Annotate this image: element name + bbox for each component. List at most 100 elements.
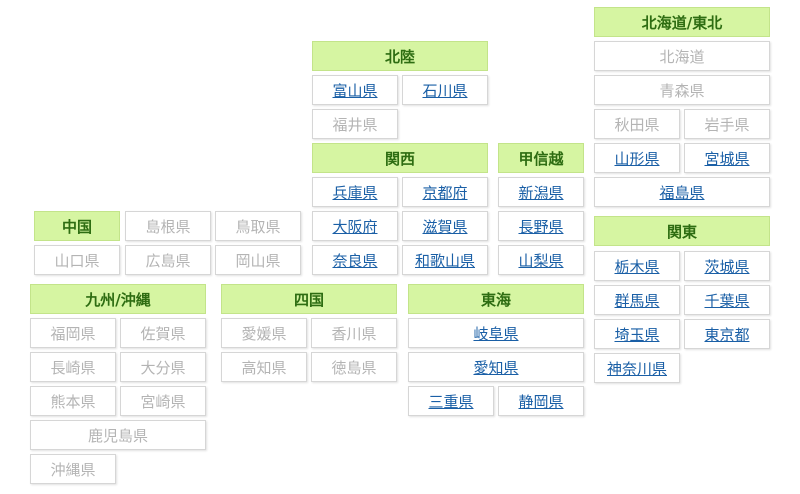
pref-hiroshima: 広島県 — [125, 245, 211, 275]
pref-label: 山口県 — [54, 251, 100, 270]
pref-label: 香川県 — [331, 324, 377, 343]
pref-link-nara[interactable]: 奈良県 — [332, 251, 378, 270]
pref-label: 広島県 — [145, 251, 191, 270]
pref-label: 高知県 — [241, 358, 287, 377]
pref-label: 鹿児島県 — [87, 426, 148, 445]
pref-tochigi[interactable]: 栃木県 — [594, 251, 680, 281]
pref-link-tokyo[interactable]: 東京都 — [704, 325, 750, 344]
pref-label: 大分県 — [140, 358, 186, 377]
pref-ibaraki[interactable]: 茨城県 — [684, 251, 770, 281]
pref-mie[interactable]: 三重県 — [408, 386, 494, 416]
pref-link-shiga[interactable]: 滋賀県 — [422, 217, 468, 236]
pref-label: 福井県 — [332, 115, 378, 134]
pref-hyogo[interactable]: 兵庫県 — [312, 177, 398, 207]
pref-label: 長崎県 — [50, 358, 96, 377]
pref-osaka[interactable]: 大阪府 — [312, 211, 398, 241]
pref-link-gifu[interactable]: 岐阜県 — [473, 324, 519, 343]
pref-tokushima: 徳島県 — [311, 352, 397, 382]
pref-fukuoka: 福岡県 — [30, 318, 116, 348]
pref-label: 岩手県 — [704, 115, 750, 134]
pref-link-osaka[interactable]: 大阪府 — [332, 217, 378, 236]
pref-link-yamanashi[interactable]: 山梨県 — [518, 251, 564, 270]
pref-link-yamagata[interactable]: 山形県 — [614, 149, 660, 168]
pref-saga: 佐賀県 — [120, 318, 206, 348]
pref-nara[interactable]: 奈良県 — [312, 245, 398, 275]
pref-shizuoka[interactable]: 静岡県 — [498, 386, 584, 416]
pref-label: 沖縄県 — [50, 460, 96, 479]
pref-fukushima[interactable]: 福島県 — [594, 177, 770, 207]
pref-ehime: 愛媛県 — [221, 318, 307, 348]
pref-link-saitama[interactable]: 埼玉県 — [614, 325, 660, 344]
pref-miyazaki: 宮崎県 — [120, 386, 206, 416]
pref-label: 北海道 — [659, 47, 705, 66]
pref-label: 佐賀県 — [140, 324, 186, 343]
pref-iwate: 岩手県 — [684, 109, 770, 139]
pref-tokyo[interactable]: 東京都 — [684, 319, 770, 349]
pref-kagoshima: 鹿児島県 — [30, 420, 206, 450]
pref-label: 福岡県 — [50, 324, 96, 343]
pref-label: 熊本県 — [50, 392, 96, 411]
pref-link-toyama[interactable]: 富山県 — [332, 81, 378, 100]
pref-toyama[interactable]: 富山県 — [312, 75, 398, 105]
region-title-chugoku: 中国 — [34, 211, 120, 241]
pref-okinawa: 沖縄県 — [30, 454, 116, 484]
pref-link-ibaraki[interactable]: 茨城県 — [704, 257, 750, 276]
pref-label: 青森県 — [659, 81, 705, 100]
pref-label: 岡山県 — [235, 251, 281, 270]
pref-link-aichi[interactable]: 愛知県 — [473, 358, 519, 377]
pref-label: 徳島県 — [331, 358, 377, 377]
pref-tottori: 鳥取県 — [215, 211, 301, 241]
pref-link-miyagi[interactable]: 宮城県 — [704, 149, 750, 168]
pref-nagano[interactable]: 長野県 — [498, 211, 584, 241]
region-title-hokkaido-tohoku: 北海道/東北 — [594, 7, 770, 37]
pref-shiga[interactable]: 滋賀県 — [402, 211, 488, 241]
pref-akita: 秋田県 — [594, 109, 680, 139]
pref-gunma[interactable]: 群馬県 — [594, 285, 680, 315]
pref-link-wakayama[interactable]: 和歌山県 — [414, 251, 475, 270]
pref-aichi[interactable]: 愛知県 — [408, 352, 584, 382]
pref-label: 鳥取県 — [235, 217, 281, 236]
pref-shimane: 島根県 — [125, 211, 211, 241]
pref-label: 愛媛県 — [241, 324, 287, 343]
pref-ishikawa[interactable]: 石川県 — [402, 75, 488, 105]
pref-yamanashi[interactable]: 山梨県 — [498, 245, 584, 275]
pref-kagawa: 香川県 — [311, 318, 397, 348]
pref-yamaguchi: 山口県 — [34, 245, 120, 275]
pref-okayama: 岡山県 — [215, 245, 301, 275]
pref-link-ishikawa[interactable]: 石川県 — [422, 81, 468, 100]
pref-gifu[interactable]: 岐阜県 — [408, 318, 584, 348]
region-title-tokai: 東海 — [408, 284, 584, 314]
pref-niigata[interactable]: 新潟県 — [498, 177, 584, 207]
region-title-shikoku: 四国 — [221, 284, 397, 314]
pref-label: 宮崎県 — [140, 392, 186, 411]
pref-label: 島根県 — [145, 217, 191, 236]
pref-link-nagano[interactable]: 長野県 — [518, 217, 564, 236]
pref-link-mie[interactable]: 三重県 — [428, 392, 474, 411]
pref-label: 秋田県 — [614, 115, 660, 134]
pref-saitama[interactable]: 埼玉県 — [594, 319, 680, 349]
region-title-hokuriku: 北陸 — [312, 41, 488, 71]
pref-oita: 大分県 — [120, 352, 206, 382]
pref-hokkaido: 北海道 — [594, 41, 770, 71]
pref-aomori: 青森県 — [594, 75, 770, 105]
pref-link-niigata[interactable]: 新潟県 — [518, 183, 564, 202]
pref-link-tochigi[interactable]: 栃木県 — [614, 257, 660, 276]
pref-miyagi[interactable]: 宮城県 — [684, 143, 770, 173]
pref-kanagawa[interactable]: 神奈川県 — [594, 353, 680, 383]
pref-link-kanagawa[interactable]: 神奈川県 — [606, 359, 667, 378]
pref-link-shizuoka[interactable]: 静岡県 — [518, 392, 564, 411]
pref-fukui: 福井県 — [312, 109, 398, 139]
pref-link-fukushima[interactable]: 福島県 — [659, 183, 705, 202]
pref-link-gunma[interactable]: 群馬県 — [614, 291, 660, 310]
pref-yamagata[interactable]: 山形県 — [594, 143, 680, 173]
pref-link-hyogo[interactable]: 兵庫県 — [332, 183, 378, 202]
pref-link-kyoto[interactable]: 京都府 — [422, 183, 468, 202]
pref-kochi: 高知県 — [221, 352, 307, 382]
pref-kyoto[interactable]: 京都府 — [402, 177, 488, 207]
pref-nagasaki: 長崎県 — [30, 352, 116, 382]
pref-kumamoto: 熊本県 — [30, 386, 116, 416]
pref-link-chiba[interactable]: 千葉県 — [704, 291, 750, 310]
pref-wakayama[interactable]: 和歌山県 — [402, 245, 488, 275]
pref-chiba[interactable]: 千葉県 — [684, 285, 770, 315]
region-title-koshinetsu: 甲信越 — [498, 143, 584, 173]
